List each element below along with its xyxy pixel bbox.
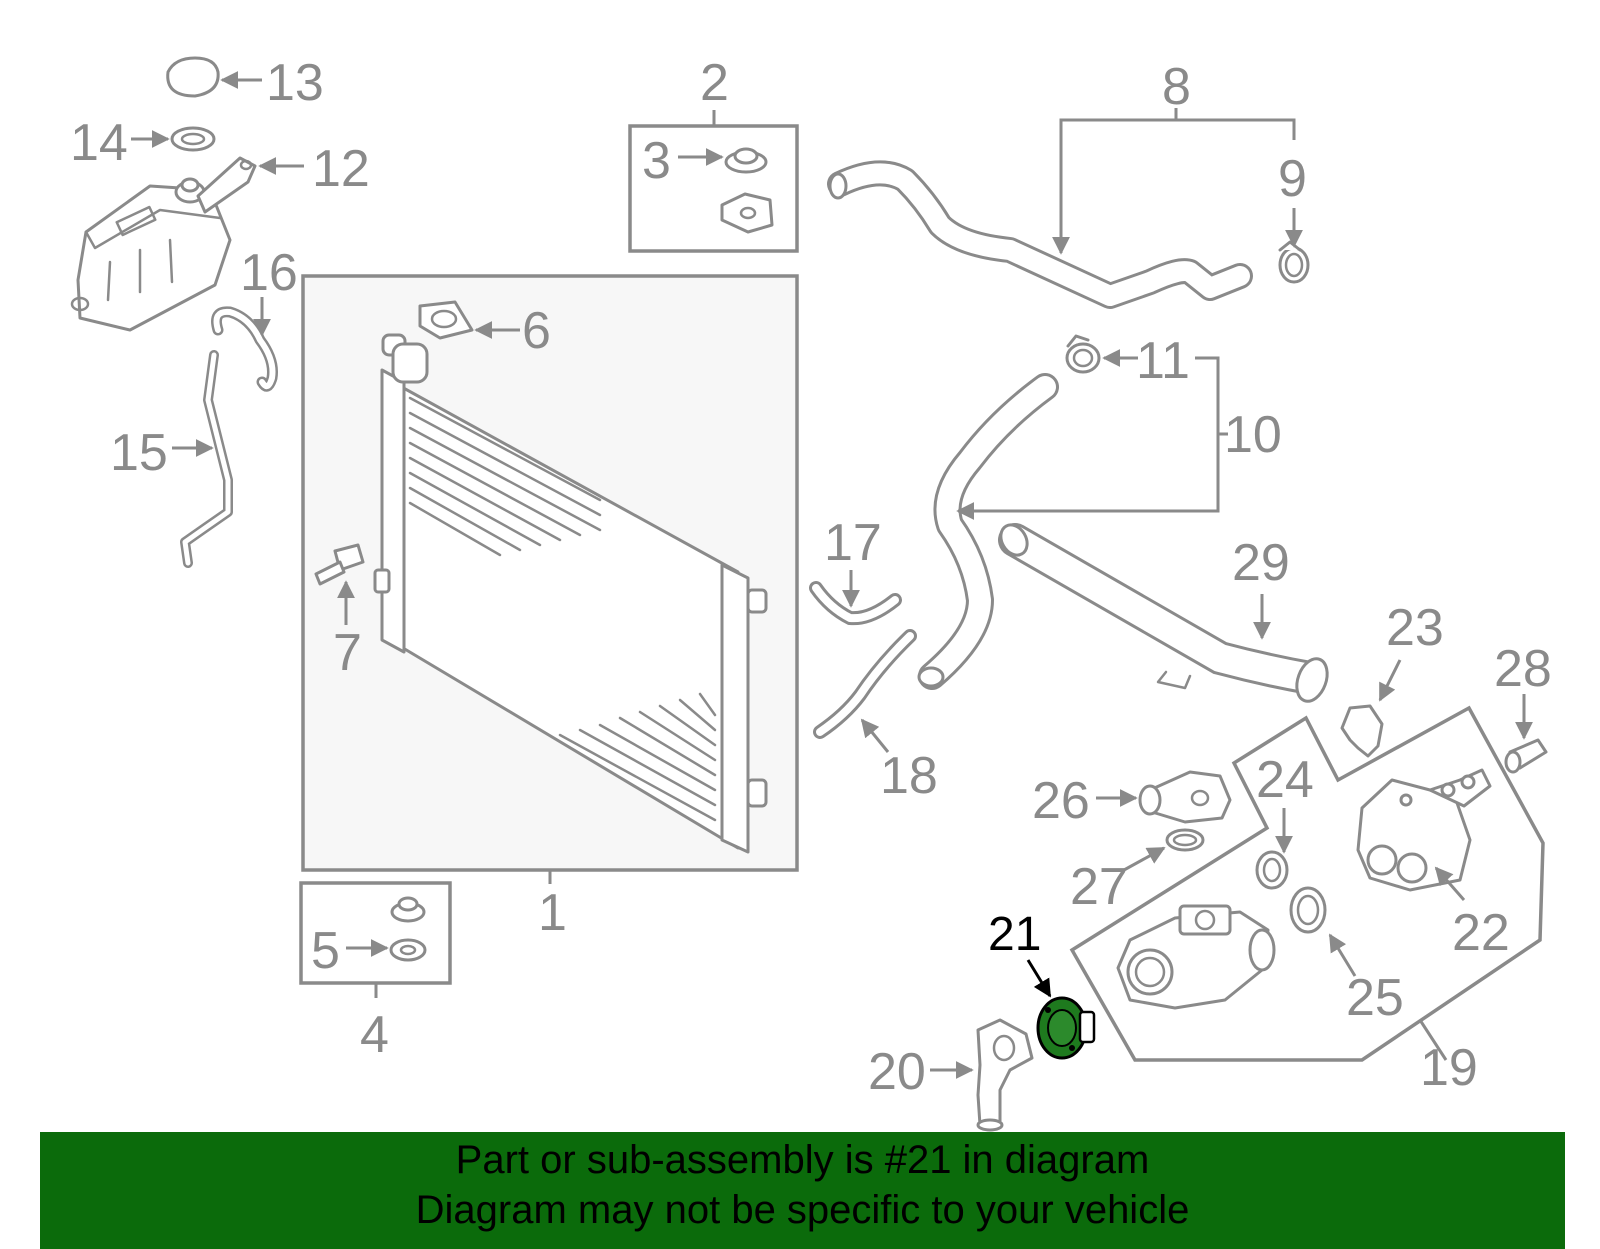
callout-9: 9 [1278,150,1307,208]
callout-13: 13 [266,54,324,112]
part-21-thermostat[interactable] [1036,996,1096,1060]
callout-11: 11 [1136,332,1190,390]
part-26-outlet[interactable] [1138,770,1232,824]
part-16-hose[interactable] [211,306,278,392]
callout-24: 24 [1256,751,1314,809]
part-11-clamp[interactable] [1065,334,1101,374]
banner-line-2: Diagram may not be specific to your vehi… [415,1188,1190,1232]
banner-line-1: Part or sub-assembly is #21 in diagram [455,1138,1150,1182]
mount-bracket[interactable] [720,192,774,234]
lower-mount-group-box [299,881,452,985]
part-23-gasket[interactable] [1340,704,1384,758]
part-20-elbow[interactable] [976,1018,1034,1132]
callout-18: 18 [880,747,938,805]
part-15-pipe[interactable] [180,350,233,568]
part-7-bolt[interactable] [314,543,365,586]
part-22-housing[interactable] [1356,768,1492,892]
part-29-pipe[interactable] [996,520,1333,705]
part-9-clamp[interactable] [1278,240,1310,284]
callout-8: 8 [1162,58,1191,116]
part-3-grommet[interactable] [724,147,768,174]
callout-27: 27 [1070,858,1128,916]
callout-29: 29 [1232,534,1290,592]
callout-22: 22 [1452,904,1510,962]
part-25-seal[interactable] [1289,886,1327,934]
callout-15: 15 [110,424,168,482]
housing-body[interactable] [1116,904,1276,1010]
callout-4: 4 [360,1006,389,1064]
part-14-seal[interactable] [170,126,216,152]
callout-5: 5 [311,922,340,980]
callout-19: 19 [1420,1039,1478,1097]
callout-6: 6 [522,302,551,360]
housing-group-outline [1069,705,1545,1062]
callout-17: 17 [824,514,882,572]
callout-25: 25 [1346,969,1404,1027]
part-18-hose[interactable] [813,629,917,739]
part-5-grommet[interactable] [389,896,427,962]
callout-1: 1 [538,884,567,942]
callout-23: 23 [1386,599,1444,657]
part-6-seal[interactable] [418,300,474,340]
callout-12: 12 [312,140,370,198]
callout-2: 2 [700,54,729,112]
radiator-part[interactable] [373,333,768,854]
callout-3: 3 [642,132,671,190]
info-banner: Part or sub-assembly is #21 in diagram D… [40,1132,1565,1249]
part-24-seal[interactable] [1255,850,1289,890]
callout-10: 10 [1224,406,1282,464]
part-28-sensor[interactable] [1504,738,1548,774]
callout-20: 20 [868,1043,926,1101]
callout-26: 26 [1032,772,1090,830]
callout-16: 16 [240,244,298,302]
callout-21: 21 [988,908,1041,961]
part-17-hose[interactable] [809,581,902,626]
callout-28: 28 [1494,640,1552,698]
part-12-reservoir[interactable] [70,156,257,332]
part-10-lower-hose[interactable] [917,373,1059,690]
part-27-oring[interactable] [1165,828,1205,852]
callout-14: 14 [70,114,128,172]
callout-7: 7 [333,624,362,682]
part-13-cap[interactable] [166,56,220,98]
mount-group-box [628,124,799,253]
part-8-upper-hose[interactable] [827,160,1253,309]
